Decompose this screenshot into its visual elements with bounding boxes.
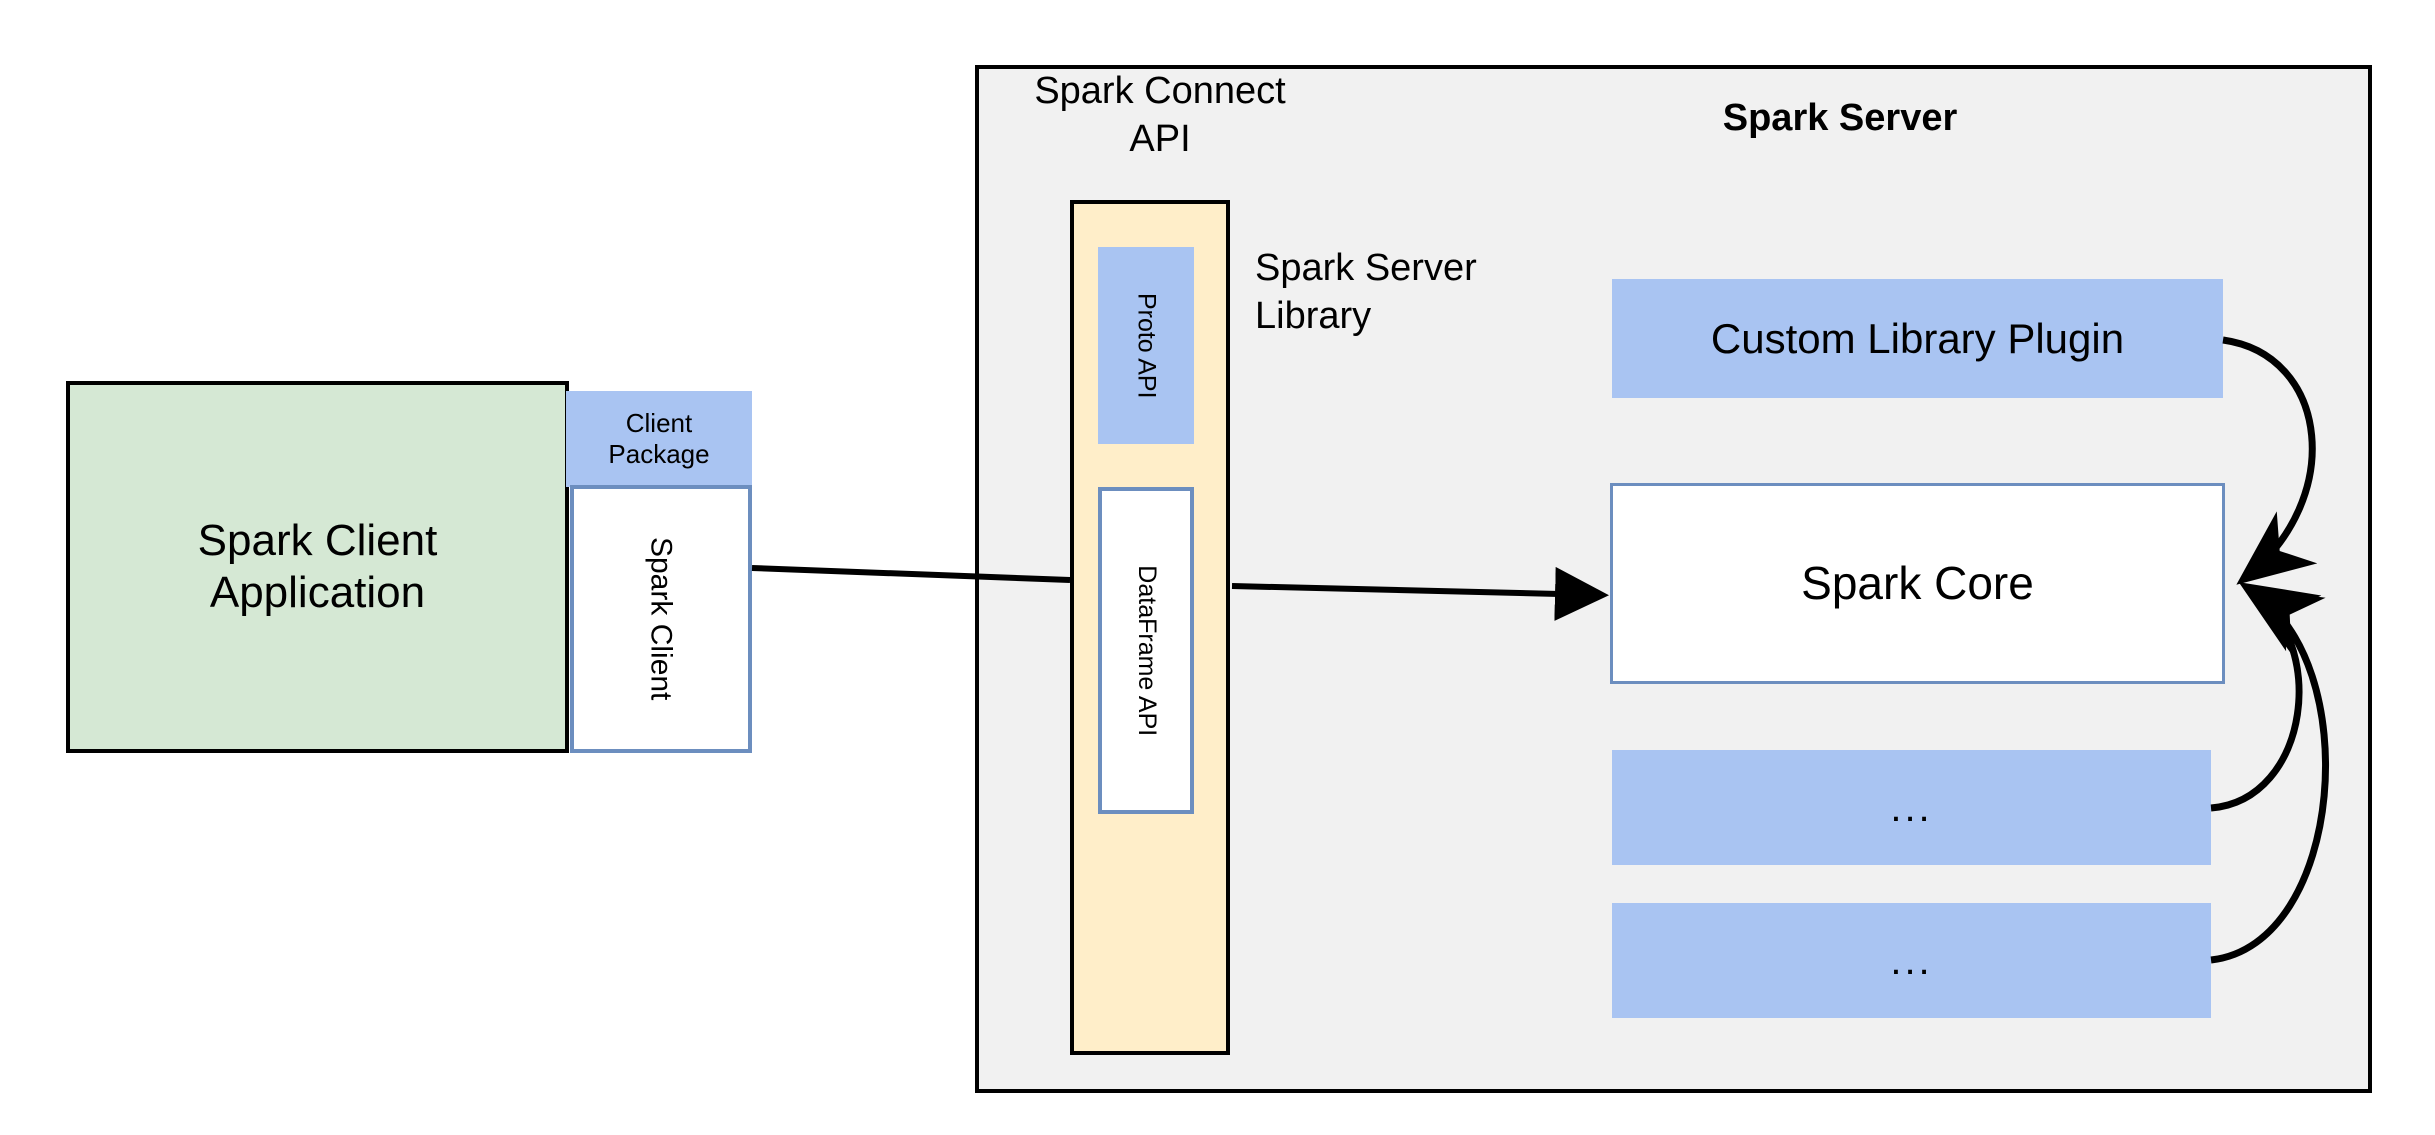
ellipsis-label-1: ... (1890, 785, 1933, 830)
spark-client-box[interactable]: Spark Client (570, 485, 752, 753)
dataframe-api-box[interactable]: DataFrame API (1098, 487, 1194, 814)
spark-client-application-box[interactable]: Spark Client Application (66, 381, 569, 753)
ellipsis-box-2[interactable]: ... (1612, 903, 2211, 1018)
dataframe-api-label: DataFrame API (1132, 565, 1161, 736)
spark-server-title: Spark Server (1722, 97, 1958, 139)
spark-connect-api-label: Spark Connect API (1034, 70, 1286, 160)
spark-server-library-label: Spark Server Library (1255, 247, 1477, 337)
client-package-label: Client Package (608, 408, 710, 469)
spark-core-box[interactable]: Spark Core (1610, 483, 2225, 684)
ellipsis-box-1[interactable]: ... (1612, 750, 2211, 865)
spark-core-label: Spark Core (1801, 557, 2034, 610)
custom-library-plugin-box[interactable]: Custom Library Plugin (1612, 279, 2223, 398)
spark-client-application-label: Spark Client Application (197, 516, 438, 617)
custom-library-plugin-label: Custom Library Plugin (1710, 314, 2125, 362)
proto-api-box[interactable]: Proto API (1098, 247, 1194, 444)
client-package-box[interactable]: Client Package (566, 391, 752, 487)
proto-api-label: Proto API (1132, 292, 1161, 399)
spark-client-label: Spark Client (644, 537, 678, 701)
ellipsis-label-2: ... (1890, 938, 1933, 983)
